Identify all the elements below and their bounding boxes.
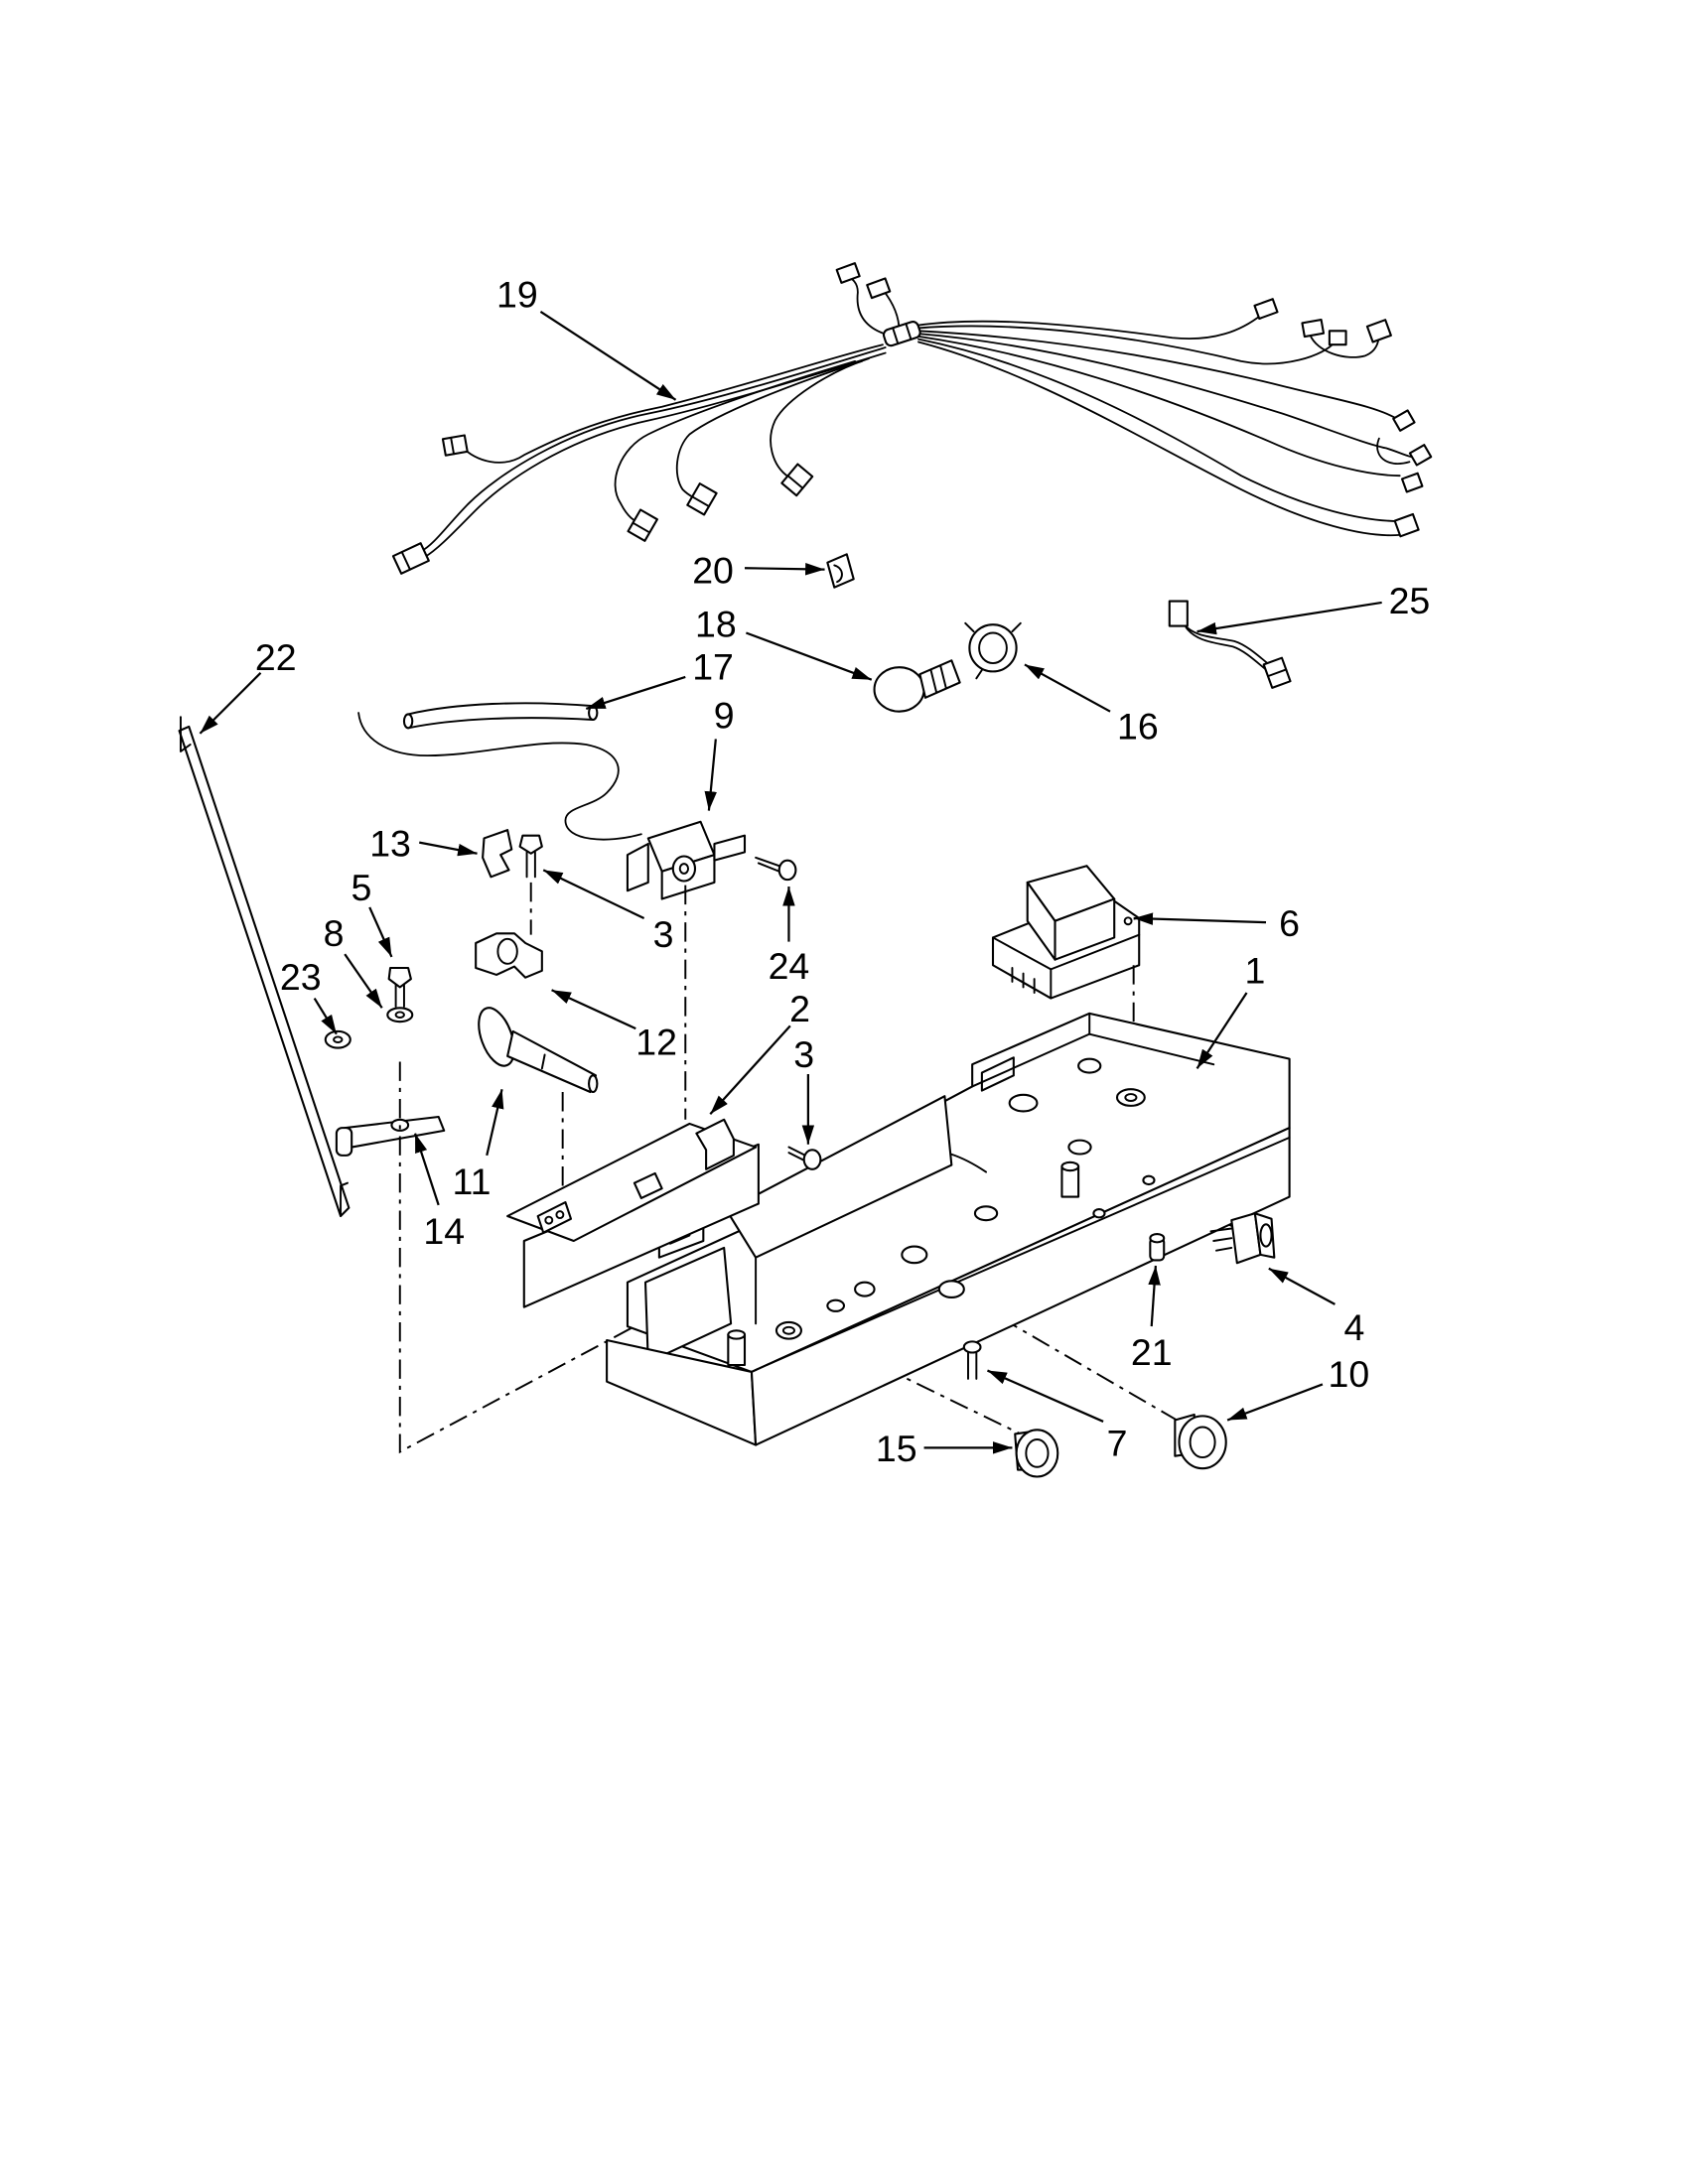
leader-10 (1226, 1383, 1324, 1422)
callout-3-lower: 3 (793, 1033, 814, 1075)
housing-bosses (727, 1057, 1156, 1367)
part-6-transformer (991, 865, 1141, 1000)
callout-labels: 19 20 18 25 22 17 16 9 13 3 24 5 6 1 8 2… (255, 274, 1430, 1470)
callout-23: 23 (280, 956, 322, 998)
part-25-wire-lead (1168, 600, 1292, 689)
leader-11 (486, 1088, 504, 1157)
part-14-lever (335, 1115, 446, 1157)
callout-3-upper: 3 (653, 913, 674, 955)
leader-18 (746, 631, 873, 681)
part-10-button (1174, 1413, 1227, 1470)
leader-9 (704, 739, 717, 811)
leader-12 (551, 989, 636, 1030)
capillary-line (357, 712, 642, 841)
callout-19: 19 (496, 274, 538, 316)
leader-arrows (199, 310, 1382, 1454)
leader-20 (744, 563, 825, 576)
part-1-housing (606, 1012, 1291, 1446)
harness-connectors (391, 262, 1433, 575)
part-17-tube (402, 702, 599, 730)
leader-23 (313, 997, 338, 1035)
callout-1: 1 (1244, 949, 1265, 991)
harness-junction (882, 321, 921, 347)
part-20-clip (826, 553, 855, 589)
part-2-bracket (506, 1118, 760, 1308)
callout-25: 25 (1389, 580, 1431, 621)
callout-10: 10 (1328, 1353, 1369, 1395)
part-19-wire-harness (391, 262, 1433, 575)
leader-4 (1268, 1267, 1336, 1305)
callout-15: 15 (876, 1428, 917, 1469)
callout-2: 2 (789, 988, 810, 1029)
callout-20: 20 (692, 550, 734, 592)
leader-8 (344, 953, 383, 1009)
callout-21: 21 (1131, 1331, 1173, 1373)
part-22-rod (178, 716, 351, 1218)
part-12-bracket (475, 932, 543, 979)
leader-14 (413, 1133, 440, 1206)
callout-4: 4 (1343, 1306, 1364, 1348)
callout-17: 17 (692, 646, 734, 688)
part-4-switch (1209, 1212, 1276, 1265)
leader-3-upper (542, 869, 645, 920)
leader-22 (199, 671, 262, 735)
part-3-screw-upper (518, 834, 543, 879)
callout-5: 5 (351, 867, 371, 908)
leader-25 (1196, 601, 1382, 635)
callout-12: 12 (635, 1022, 677, 1063)
callout-24: 24 (769, 945, 810, 987)
part-5-screw (387, 966, 412, 1008)
leader-16 (1024, 663, 1111, 713)
leader-7 (986, 1369, 1104, 1423)
leader-17 (585, 675, 686, 710)
part-18-bulb (873, 659, 961, 713)
part-15-button (1014, 1429, 1059, 1478)
callout-22: 22 (255, 636, 297, 678)
part-24-screw (755, 856, 797, 882)
leader-19 (539, 310, 677, 401)
part-7-screw (962, 1340, 982, 1380)
part-11-knob-shaft (478, 1007, 599, 1094)
leader-2 (709, 1024, 791, 1115)
callout-16: 16 (1117, 705, 1159, 747)
callout-14: 14 (423, 1210, 465, 1252)
callout-7: 7 (1107, 1423, 1128, 1464)
part-13-clip (482, 829, 513, 879)
leader-6 (1133, 912, 1267, 925)
callout-11: 11 (453, 1160, 492, 1202)
part-21-cap (1149, 1233, 1166, 1262)
part-3-screw-lower (787, 1146, 822, 1170)
callout-18: 18 (695, 604, 737, 645)
callout-9: 9 (714, 694, 735, 736)
leader-21 (1148, 1265, 1161, 1327)
part-8-washer (386, 1007, 414, 1024)
part-9-thermostat (626, 820, 747, 900)
leader-5 (368, 906, 393, 958)
callout-8: 8 (324, 912, 345, 954)
leader-13 (419, 841, 478, 857)
part-16-socket (964, 621, 1022, 680)
leader-1 (1196, 992, 1248, 1069)
callout-13: 13 (369, 822, 411, 864)
callout-6: 6 (1279, 902, 1300, 944)
part-23-washer (324, 1029, 352, 1049)
